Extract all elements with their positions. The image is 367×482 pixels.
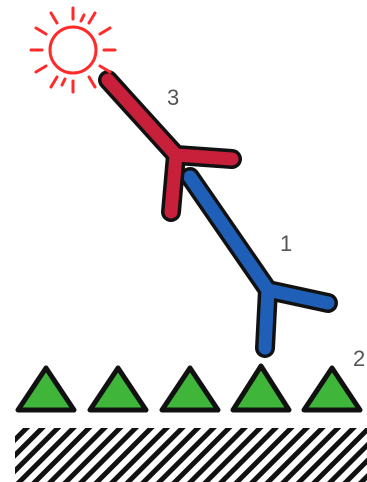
antigen-triangle [162, 368, 218, 410]
antigen-triangle [233, 366, 289, 410]
antigen-triangle [90, 368, 146, 410]
antigens [18, 366, 360, 410]
antigen-triangle [304, 368, 360, 410]
label-primary-antibody: 1 [280, 233, 292, 255]
antigen-triangle [18, 368, 74, 410]
label-surface: 2 [353, 348, 365, 370]
solid-surface [15, 428, 367, 482]
label-secondary-antibody: 3 [167, 87, 179, 109]
primary-antibody [190, 177, 328, 348]
